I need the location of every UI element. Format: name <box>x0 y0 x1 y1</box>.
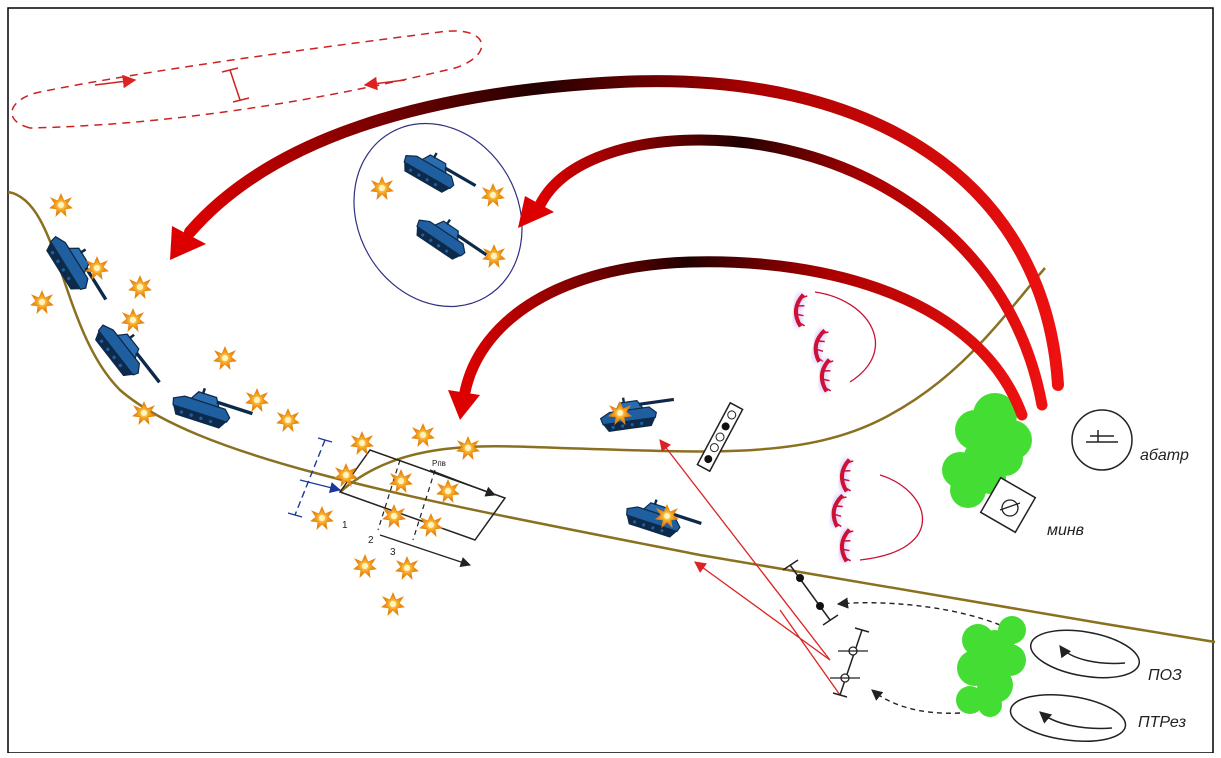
road-main <box>7 190 1216 644</box>
label-fire-position: ПОЗ <box>1148 667 1182 684</box>
burst-icon <box>310 506 334 530</box>
mortar-icon <box>979 476 1037 534</box>
fire-position-loop <box>1029 629 1141 679</box>
burst-icon <box>381 592 405 616</box>
artillery-icon <box>1071 409 1133 471</box>
tank-icon <box>597 390 678 434</box>
trench-icon <box>821 359 834 392</box>
weapon-positions <box>782 559 870 698</box>
burst-icon <box>245 388 269 412</box>
burst-icon <box>132 401 156 425</box>
bush-icon <box>956 616 1026 717</box>
move-arrow-upper <box>836 597 1001 626</box>
burst-icon <box>395 556 419 580</box>
burst-icon <box>456 436 480 460</box>
burst-icon <box>436 479 460 503</box>
label-antitank-reserve: ПТРез <box>1138 714 1186 731</box>
burst-icon <box>49 193 73 217</box>
burst-icon <box>276 408 300 432</box>
burst-icon <box>411 423 435 447</box>
antitank-reserve-loop <box>1009 694 1127 742</box>
burst-icon <box>353 554 377 578</box>
burst-icon <box>370 176 394 200</box>
trench-group-upper <box>795 292 877 392</box>
obstacle-barrier <box>696 401 744 473</box>
fire-arrow-2 <box>534 134 1048 411</box>
sector-number-3: 3 <box>390 547 396 558</box>
aim-lines <box>659 439 841 696</box>
fire-arrows <box>170 75 1064 421</box>
burst-icon <box>213 346 237 370</box>
fire-arrow-1 <box>184 75 1064 391</box>
label-artillery: абатр <box>1140 447 1189 464</box>
sector-annotation: Рпв <box>432 459 446 468</box>
sector-number-2: 2 <box>368 535 374 546</box>
burst-icon <box>128 275 152 299</box>
tank-icon <box>410 204 493 275</box>
fire-arrow-3 <box>459 256 1028 421</box>
road-branch <box>339 267 1046 493</box>
tanks <box>41 139 705 547</box>
move-arrow-lower <box>871 689 961 714</box>
tank-group-outline <box>353 122 523 308</box>
patrol-route <box>11 30 483 129</box>
sector-number-1: 1 <box>342 520 348 531</box>
burst-icon <box>121 308 145 332</box>
trench-icon <box>831 494 846 527</box>
burst-icon <box>419 513 443 537</box>
trench-icon <box>795 294 808 327</box>
trench-icon <box>841 529 854 562</box>
trench-icon <box>841 459 854 492</box>
label-mortar: минв <box>1047 522 1084 539</box>
tank-icon <box>398 139 481 207</box>
burst-icon <box>481 183 505 207</box>
burst-icon <box>30 290 54 314</box>
burst-icon <box>482 244 506 268</box>
trench-group-lower <box>831 459 923 562</box>
burst-icon <box>389 469 413 493</box>
